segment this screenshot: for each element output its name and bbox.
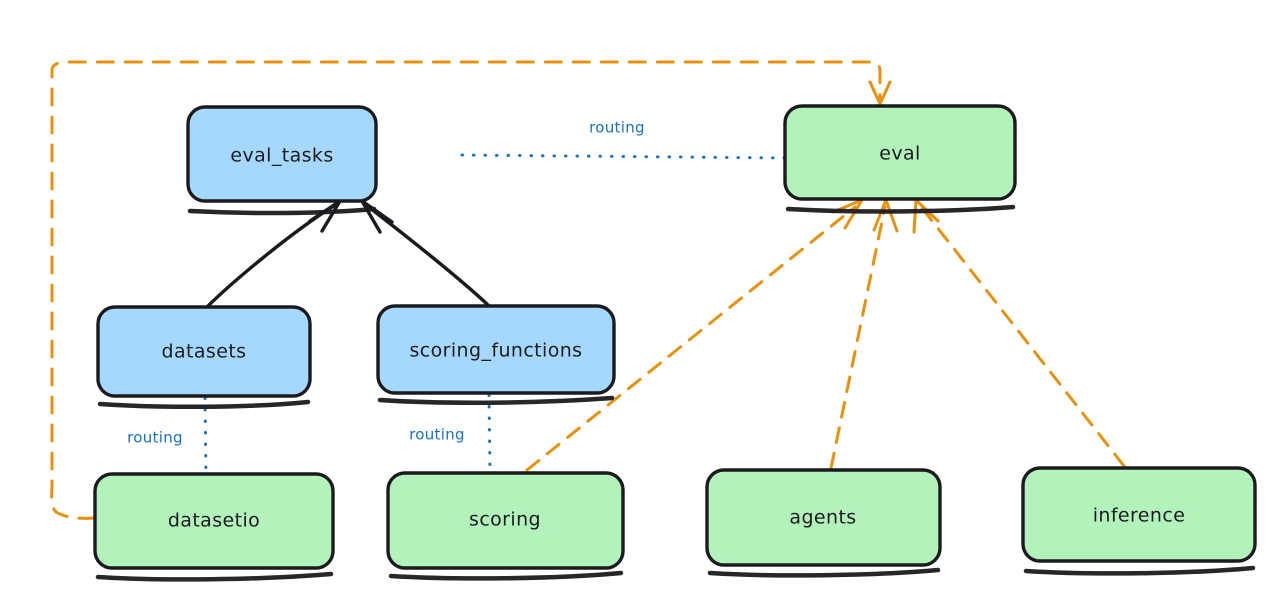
edge-label-routing-1: routing [589,119,645,137]
node-label-eval-tasks: eval_tasks [230,145,333,167]
node-shape-datasetio[interactable] [93,472,335,570]
node-shape-datasets[interactable] [96,305,312,398]
node-shape-scoring[interactable] [386,471,625,570]
edge-datasets-to-datasetio [203,396,208,478]
node-label-datasets: datasets [162,341,247,363]
edge-inference-to-eval [912,198,1126,468]
node-shape-eval-tasks[interactable] [186,105,378,203]
node-shape-agents[interactable] [705,468,942,567]
edge-label-routing-3: routing [409,426,465,444]
node-shape-scoring-functions[interactable] [376,304,616,395]
node-eval[interactable]: eval [783,104,1017,214]
node-eval-tasks[interactable]: eval_tasks [186,105,378,216]
edge-scoring-functions-to-eval-tasks [360,199,491,308]
edge-label-routing-2: routing [127,429,183,447]
node-label-inference: inference [1093,505,1186,527]
node-scoring[interactable]: scoring [386,471,625,581]
edge-scoring-functions-to-scoring [487,393,492,476]
node-inference[interactable]: inference [1021,466,1257,576]
node-label-scoring-functions: scoring_functions [410,340,583,362]
node-label-datasetio: datasetio [168,510,260,532]
node-scoring-functions[interactable]: scoring_functions [376,304,616,406]
node-label-agents: agents [789,507,856,529]
edge-agents-to-eval [829,198,899,470]
edge-datasetio-to-eval [50,60,892,520]
node-datasets[interactable]: datasets [96,305,312,410]
node-shape-eval[interactable] [783,104,1017,201]
node-agents[interactable]: agents [705,468,942,578]
node-datasetio[interactable]: datasetio [93,472,335,582]
node-shape-inference[interactable] [1021,466,1257,563]
node-label-eval: eval [879,143,920,165]
edge-datasets-to-eval-tasks [205,199,342,309]
edge-eval-tasks-to-eval [460,153,787,160]
node-label-scoring: scoring [469,509,541,531]
